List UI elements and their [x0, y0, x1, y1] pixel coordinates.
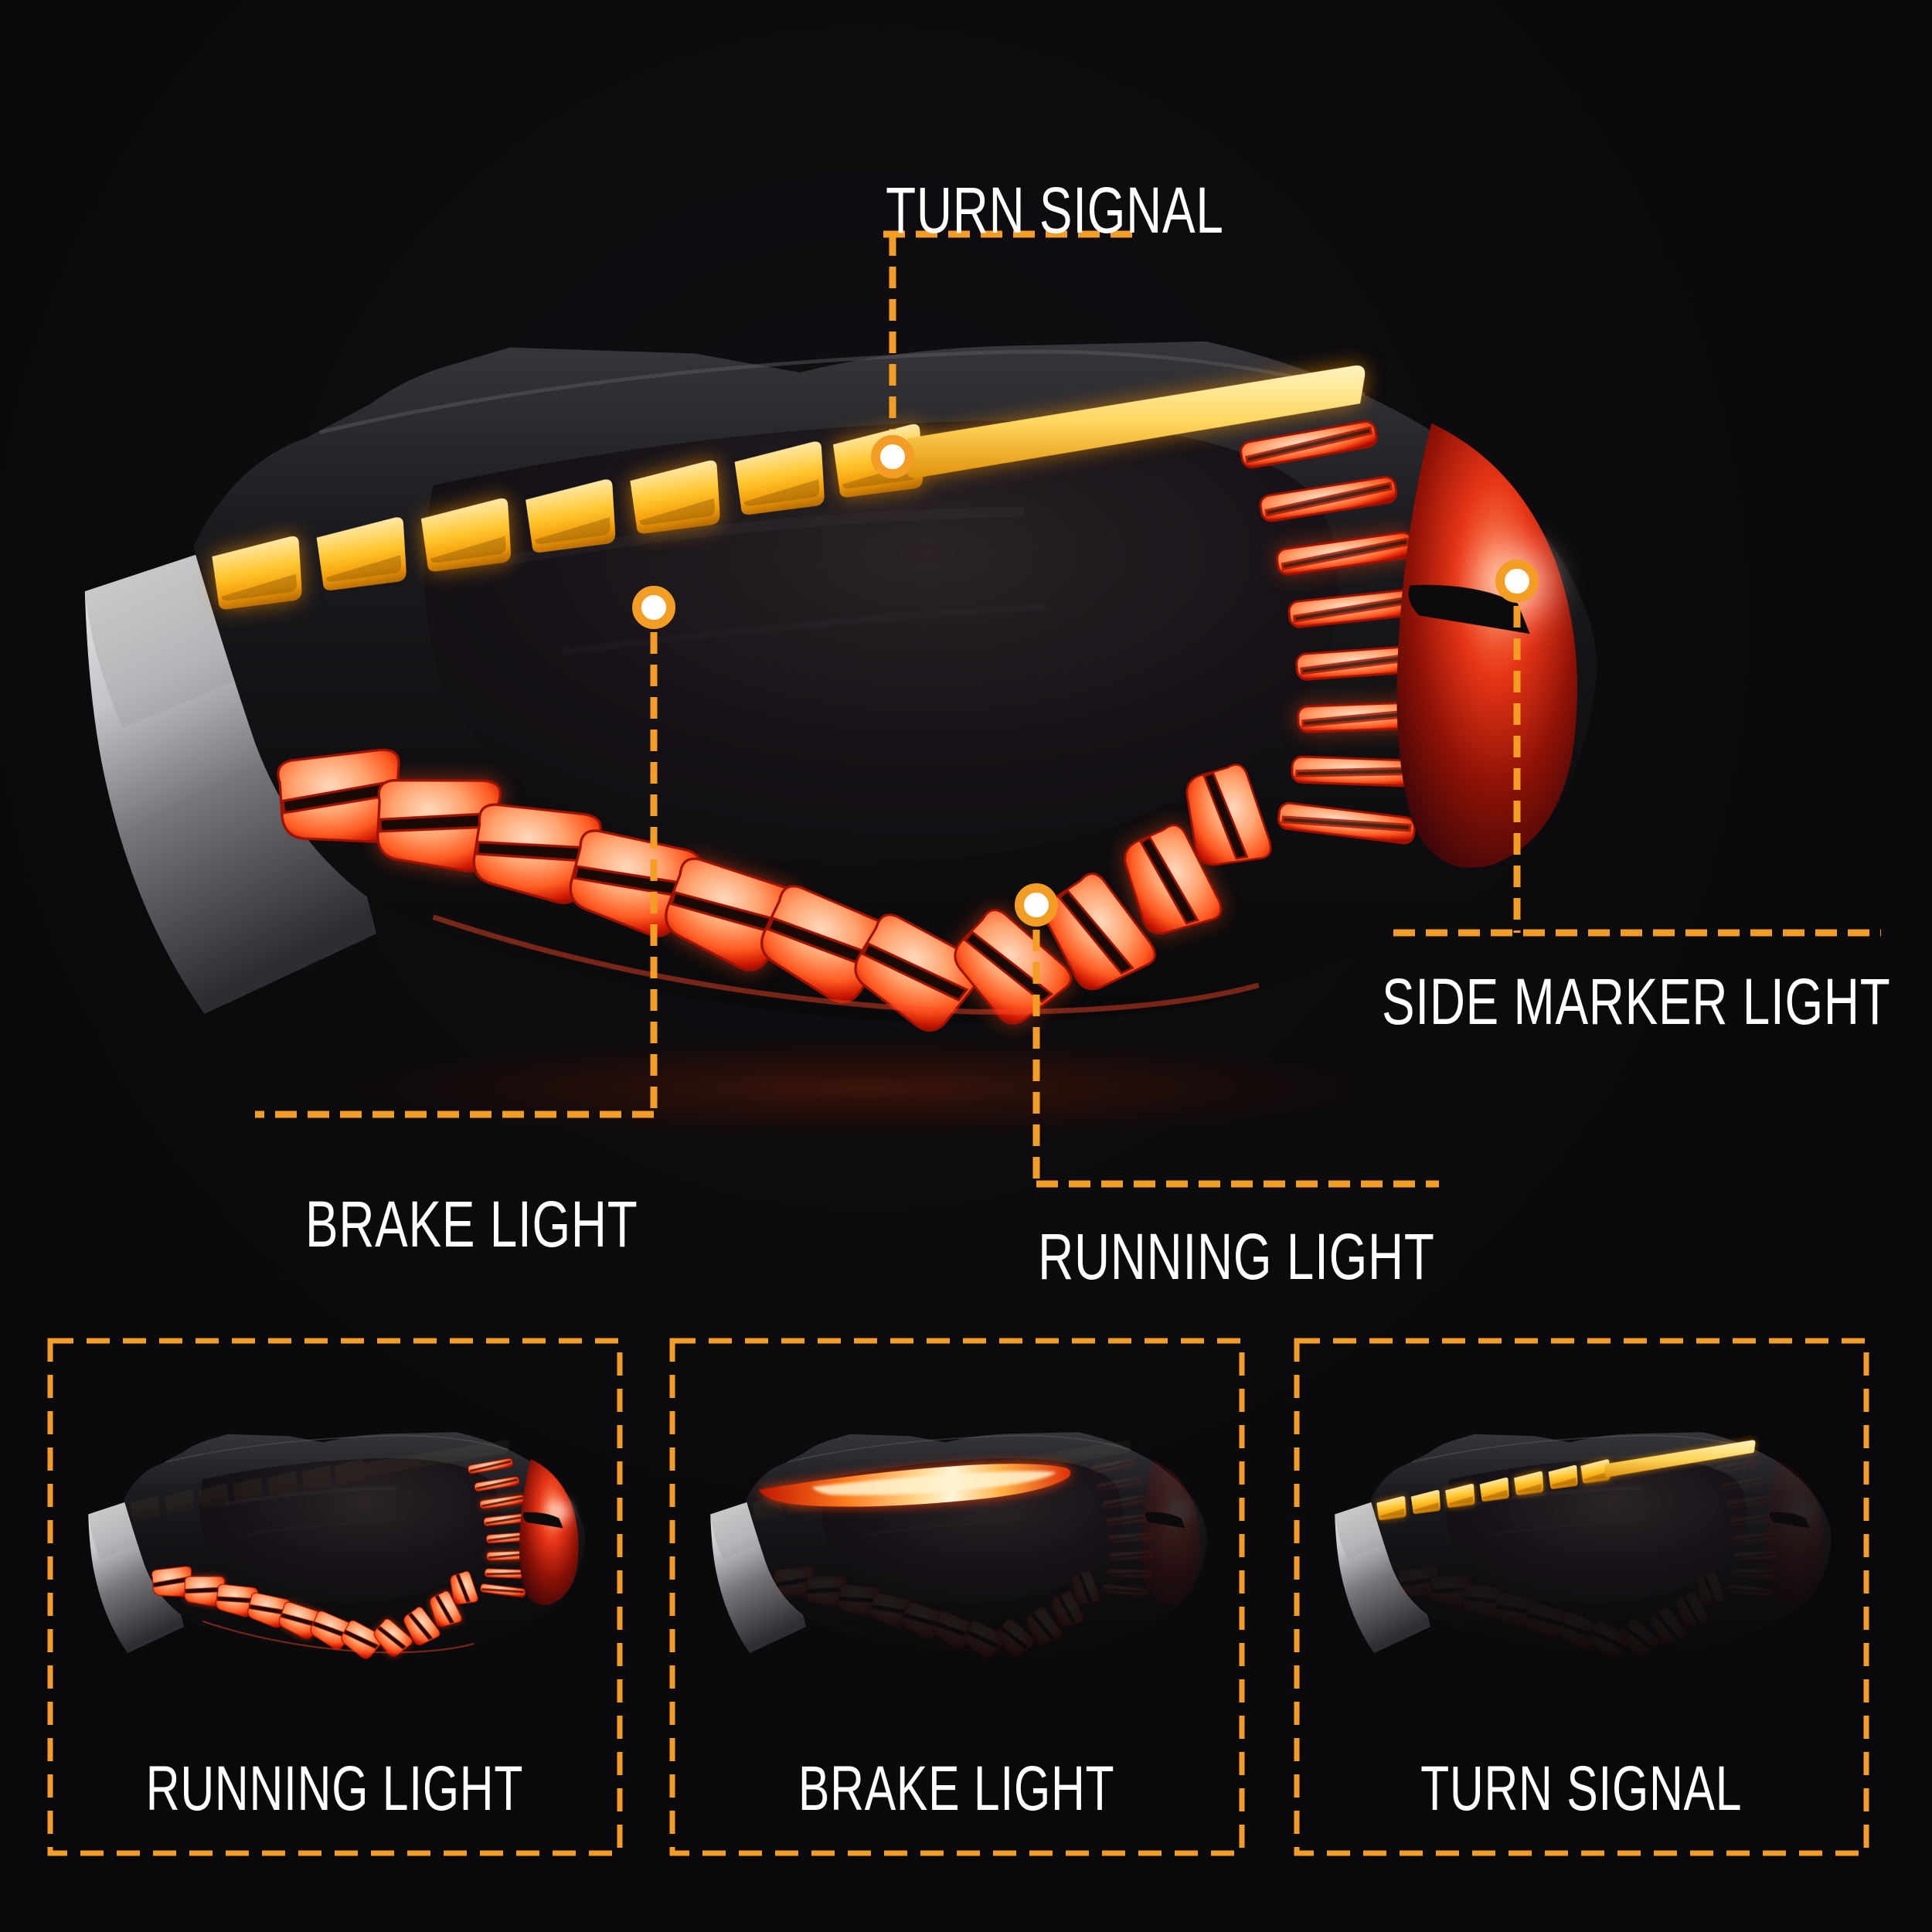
callout-line-turn-signal — [883, 230, 1138, 430]
callout-line-side-marker — [1393, 606, 1881, 937]
thumbnail-label-running: RUNNING LIGHT — [145, 1753, 524, 1824]
callout-dot-running — [1015, 883, 1058, 927]
thumbnail-frame-turn — [1294, 1338, 1869, 1856]
thumbnail-frame-running — [47, 1338, 623, 1856]
callout-label-turn-signal: TURN SIGNAL — [886, 174, 1224, 247]
callout-line-brake — [255, 632, 658, 1118]
callout-label-running: RUNNING LIGHT — [1038, 1220, 1435, 1293]
thumbnail-turn-signal-photo — [1335, 1432, 1832, 1662]
callout-dot-turn-signal — [871, 435, 914, 478]
callout-line-running — [1032, 930, 1439, 1188]
thumbnail-label-turn: TURN SIGNAL — [1420, 1753, 1743, 1824]
callout-dot-brake — [632, 586, 675, 629]
callout-label-side-marker: SIDE MARKER LIGHT — [1381, 965, 1891, 1038]
thumbnail-frame-brake — [669, 1338, 1245, 1856]
callout-label-brake: BRAKE LIGHT — [304, 1188, 638, 1260]
thumbnail-brake-light-photo — [710, 1432, 1207, 1662]
floor-reflection — [263, 1028, 1468, 1148]
callout-dot-side-marker — [1495, 560, 1539, 603]
thumbnail-running-light-photo — [88, 1432, 585, 1662]
main-taillight-photo — [85, 342, 1597, 1042]
thumbnail-label-brake: BRAKE LIGHT — [798, 1753, 1115, 1824]
